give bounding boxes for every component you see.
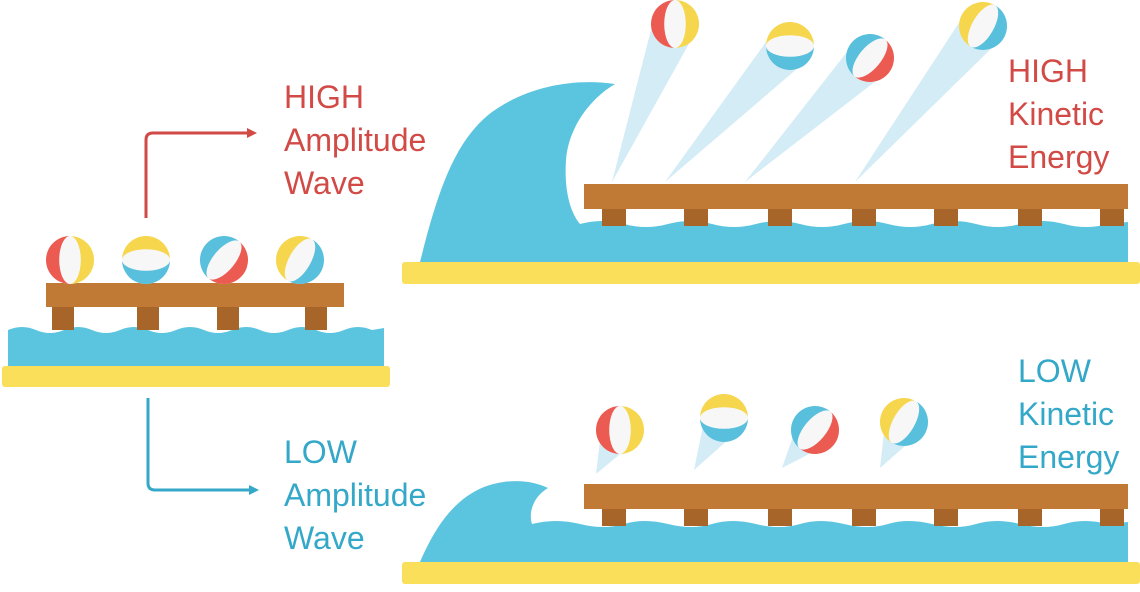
low-kinetic-label: LOW Kinetic Energy	[1018, 350, 1119, 479]
low-sand	[402, 562, 1140, 584]
high-pier-post	[768, 208, 792, 226]
high-sand	[402, 262, 1140, 284]
label-line: HIGH	[1008, 53, 1088, 89]
high-pier-post	[1100, 208, 1124, 226]
high-ball-trails	[612, 12, 1001, 183]
calm-beach-balls	[46, 236, 324, 284]
calm-pier-post	[52, 306, 74, 330]
high-water	[420, 82, 1128, 262]
calm-pier-deck	[46, 283, 344, 307]
low-water	[420, 481, 1128, 562]
high-kinetic-label: HIGH Kinetic Energy	[1008, 50, 1109, 179]
calm-dock-scene	[2, 236, 390, 387]
calm-pier-post	[137, 306, 159, 330]
beach-ball	[651, 0, 699, 48]
label-line: Energy	[1018, 439, 1120, 475]
beach-ball	[791, 406, 839, 454]
high-pier-post	[1018, 208, 1042, 226]
low-pier-deck	[584, 484, 1128, 509]
high-pier-deck	[584, 184, 1128, 209]
calm-pier-post	[305, 306, 327, 330]
label-line: Wave	[284, 165, 365, 201]
beach-ball	[122, 236, 170, 284]
motion-trail	[665, 31, 807, 182]
low-pier-post	[602, 508, 626, 526]
label-line: LOW	[284, 434, 357, 470]
label-line: HIGH	[284, 79, 364, 115]
low-wave-scene	[402, 394, 1140, 584]
label-line: Amplitude	[284, 122, 427, 158]
motion-trail	[612, 15, 696, 182]
low-beach-balls	[596, 394, 928, 454]
beach-ball	[959, 2, 1007, 50]
high-pier-post	[852, 208, 876, 226]
calm-pier-post	[217, 306, 239, 330]
calm-water	[8, 327, 384, 366]
label-line: Amplitude	[284, 477, 427, 513]
beach-ball	[700, 394, 748, 442]
high-amplitude-label: HIGH Amplitude Wave	[284, 76, 426, 205]
high-beach-balls	[651, 0, 1007, 82]
high-pier-post	[602, 208, 626, 226]
beach-ball	[596, 406, 644, 454]
low-pier-post	[1018, 508, 1042, 526]
low-arrow	[146, 398, 259, 495]
label-line: Energy	[1008, 139, 1110, 175]
beach-ball	[46, 236, 94, 284]
low-pier-post	[1100, 508, 1124, 526]
motion-trail	[745, 42, 886, 182]
motion-trail	[855, 12, 1001, 183]
label-line: Wave	[284, 520, 365, 556]
calm-sand	[2, 366, 390, 387]
low-pier-post	[852, 508, 876, 526]
beach-ball	[880, 398, 928, 446]
low-pier-post	[684, 508, 708, 526]
high-wave-scene	[402, 0, 1140, 284]
high-pier-post	[934, 208, 958, 226]
beach-ball	[766, 22, 814, 70]
high-arrow	[144, 128, 257, 218]
low-amplitude-label: LOW Amplitude Wave	[284, 431, 426, 560]
label-line: Kinetic	[1018, 396, 1115, 432]
beach-ball	[276, 236, 324, 284]
beach-ball	[200, 236, 248, 284]
beach-ball	[846, 34, 894, 82]
low-pier-post	[934, 508, 958, 526]
label-line: Kinetic	[1008, 96, 1105, 132]
label-line: LOW	[1018, 353, 1091, 389]
high-pier-post	[684, 208, 708, 226]
low-ball-trails	[596, 408, 922, 474]
low-pier-post	[768, 508, 792, 526]
